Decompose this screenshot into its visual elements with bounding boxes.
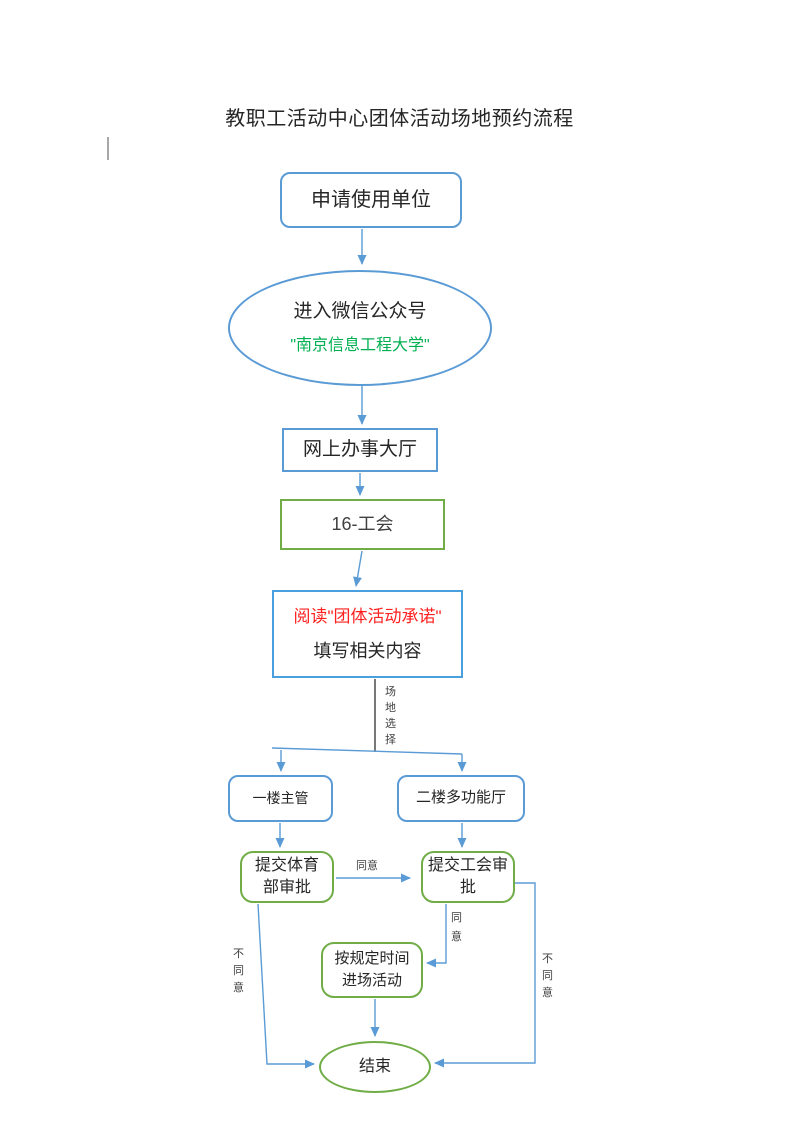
node-wechat-line1: 进入微信公众号: [293, 301, 427, 323]
edge-label-agree-vertical: 同意: [450, 909, 463, 947]
node-read-form-line2: 填写相关内容: [313, 640, 422, 661]
node-end-label: 结束: [358, 1058, 391, 1075]
node-read-form: 阅读"团体活动承诺" 填写相关内容: [272, 590, 463, 678]
edge-union-enter-agree: [426, 904, 447, 968]
node-union-approval-line1: 提交工会审: [427, 857, 508, 874]
edge-union16-readform: [353, 550, 363, 587]
node-sports-approval-line1: 提交体育: [254, 857, 319, 874]
node-union16: 16-工会: [280, 499, 445, 550]
node-floor1-label: 一楼主管: [252, 789, 309, 806]
node-enter-activity-line2: 进场活动: [341, 972, 402, 989]
node-union-approval-line2: 批: [459, 879, 476, 896]
node-applicant: 申请使用单位: [280, 172, 462, 228]
node-enter-activity-line1: 按规定时间: [334, 950, 410, 967]
node-sports-approval: 提交体育 部审批: [240, 851, 334, 903]
node-union16-label: 16-工会: [331, 514, 394, 535]
node-applicant-label: 申请使用单位: [311, 188, 431, 211]
node-end: 结束: [319, 1041, 431, 1093]
page-title: 教职工活动中心团体活动场地预约流程: [225, 108, 574, 130]
node-sports-approval-line2: 部审批: [262, 879, 311, 896]
node-floor1-manager: 一楼主管: [228, 775, 333, 822]
node-online-hall-label: 网上办事大厅: [302, 439, 417, 461]
edge-label-disagree-left: 不同意: [233, 948, 244, 994]
edge-sports-end-disagree: [257, 903, 315, 1069]
node-wechat-account: 进入微信公众号 "南京信息工程大学": [228, 270, 492, 386]
node-wechat-line2: "南京信息工程大学": [290, 336, 430, 354]
edge-label-venue-select: 场地选择: [385, 686, 396, 746]
node-enter-activity: 按规定时间 进场活动: [321, 942, 423, 998]
node-read-form-line1: 阅读"团体活动承诺": [293, 606, 442, 626]
edge-branch-bar: [271, 747, 463, 755]
node-online-hall: 网上办事大厅: [282, 428, 438, 472]
node-floor2-label: 二楼多功能厅: [415, 789, 506, 807]
edge-label-agree-horizontal: 同意: [356, 860, 378, 872]
node-floor2-hall: 二楼多功能厅: [397, 775, 525, 822]
node-union-approval: 提交工会审 批: [421, 851, 515, 903]
edge-label-disagree-right: 不同意: [542, 953, 553, 999]
text-cursor-mark: [107, 137, 109, 160]
